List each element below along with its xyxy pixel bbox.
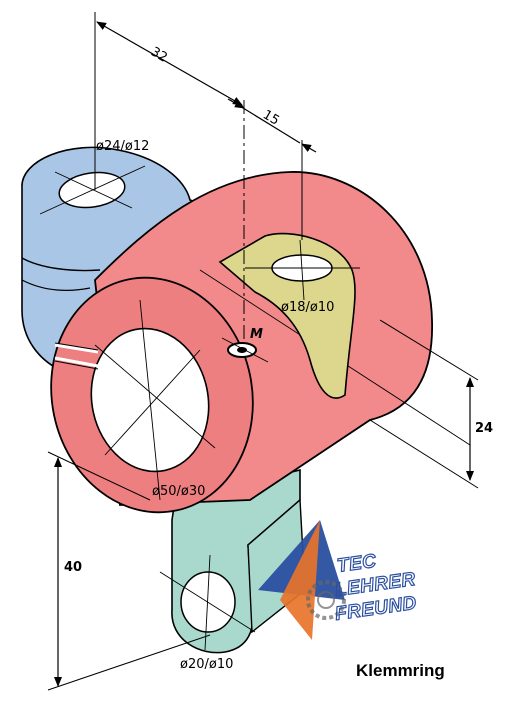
ring-slot-line-a <box>54 343 99 354</box>
logo-line-1: TEC <box>336 551 378 577</box>
dimension-24: 24 <box>369 319 493 489</box>
boss-centerline-b <box>299 239 305 301</box>
ring-slot-line-b <box>54 356 99 368</box>
point-m-label: M <box>250 327 263 342</box>
bottom-lug-centerline-b <box>204 554 211 651</box>
drawing-title: Klemmring <box>356 661 445 680</box>
ring-centerline-b <box>104 349 201 456</box>
ring-slot-edge-a <box>54 342 99 351</box>
gear-icon <box>306 580 346 620</box>
ring-slot-edge-b <box>54 360 99 370</box>
dimension-15: 15 <box>227 98 317 240</box>
point-m-center <box>237 347 247 353</box>
top-lug-split-line <box>21 257 101 272</box>
gear-icon-hub <box>317 591 335 609</box>
dim-40-extension-top <box>47 451 151 501</box>
boss <box>218 232 360 399</box>
dim-40-extension-bottom <box>47 634 211 691</box>
dimension-40: 40 <box>47 451 211 691</box>
diameter-top-boss: ø18/ø10 <box>281 300 334 315</box>
dim-32-line <box>96 21 243 106</box>
top-lug-centerline-b <box>54 171 133 209</box>
dim-15-value: 15 <box>260 107 282 128</box>
top-lug <box>21 146 206 372</box>
dim-15-arrow-b <box>301 143 317 153</box>
dim-32-value: 32 <box>148 44 170 65</box>
top-lug-lower-edge <box>21 279 91 291</box>
point-m-leader <box>221 337 269 363</box>
diameter-main-ring: ø50/ø30 <box>152 484 205 499</box>
ring-centerline-c <box>139 299 161 501</box>
diameter-bottom-eye: ø20/ø10 <box>180 657 233 672</box>
ring-centerline-a <box>94 344 216 449</box>
point-m: M <box>221 327 269 363</box>
dim-24-value: 24 <box>475 421 493 436</box>
main-ring <box>50 171 471 514</box>
dim-24-extension-top <box>379 319 479 381</box>
logo-orange-triangle <box>280 520 320 640</box>
dimension-32: 32 <box>94 12 245 340</box>
dim-40-value: 40 <box>64 560 82 575</box>
dim-15-arrow-a <box>227 98 245 109</box>
dim-24-extension-bottom <box>369 419 479 489</box>
diameter-top-eye: ø24/ø12 <box>96 139 149 154</box>
